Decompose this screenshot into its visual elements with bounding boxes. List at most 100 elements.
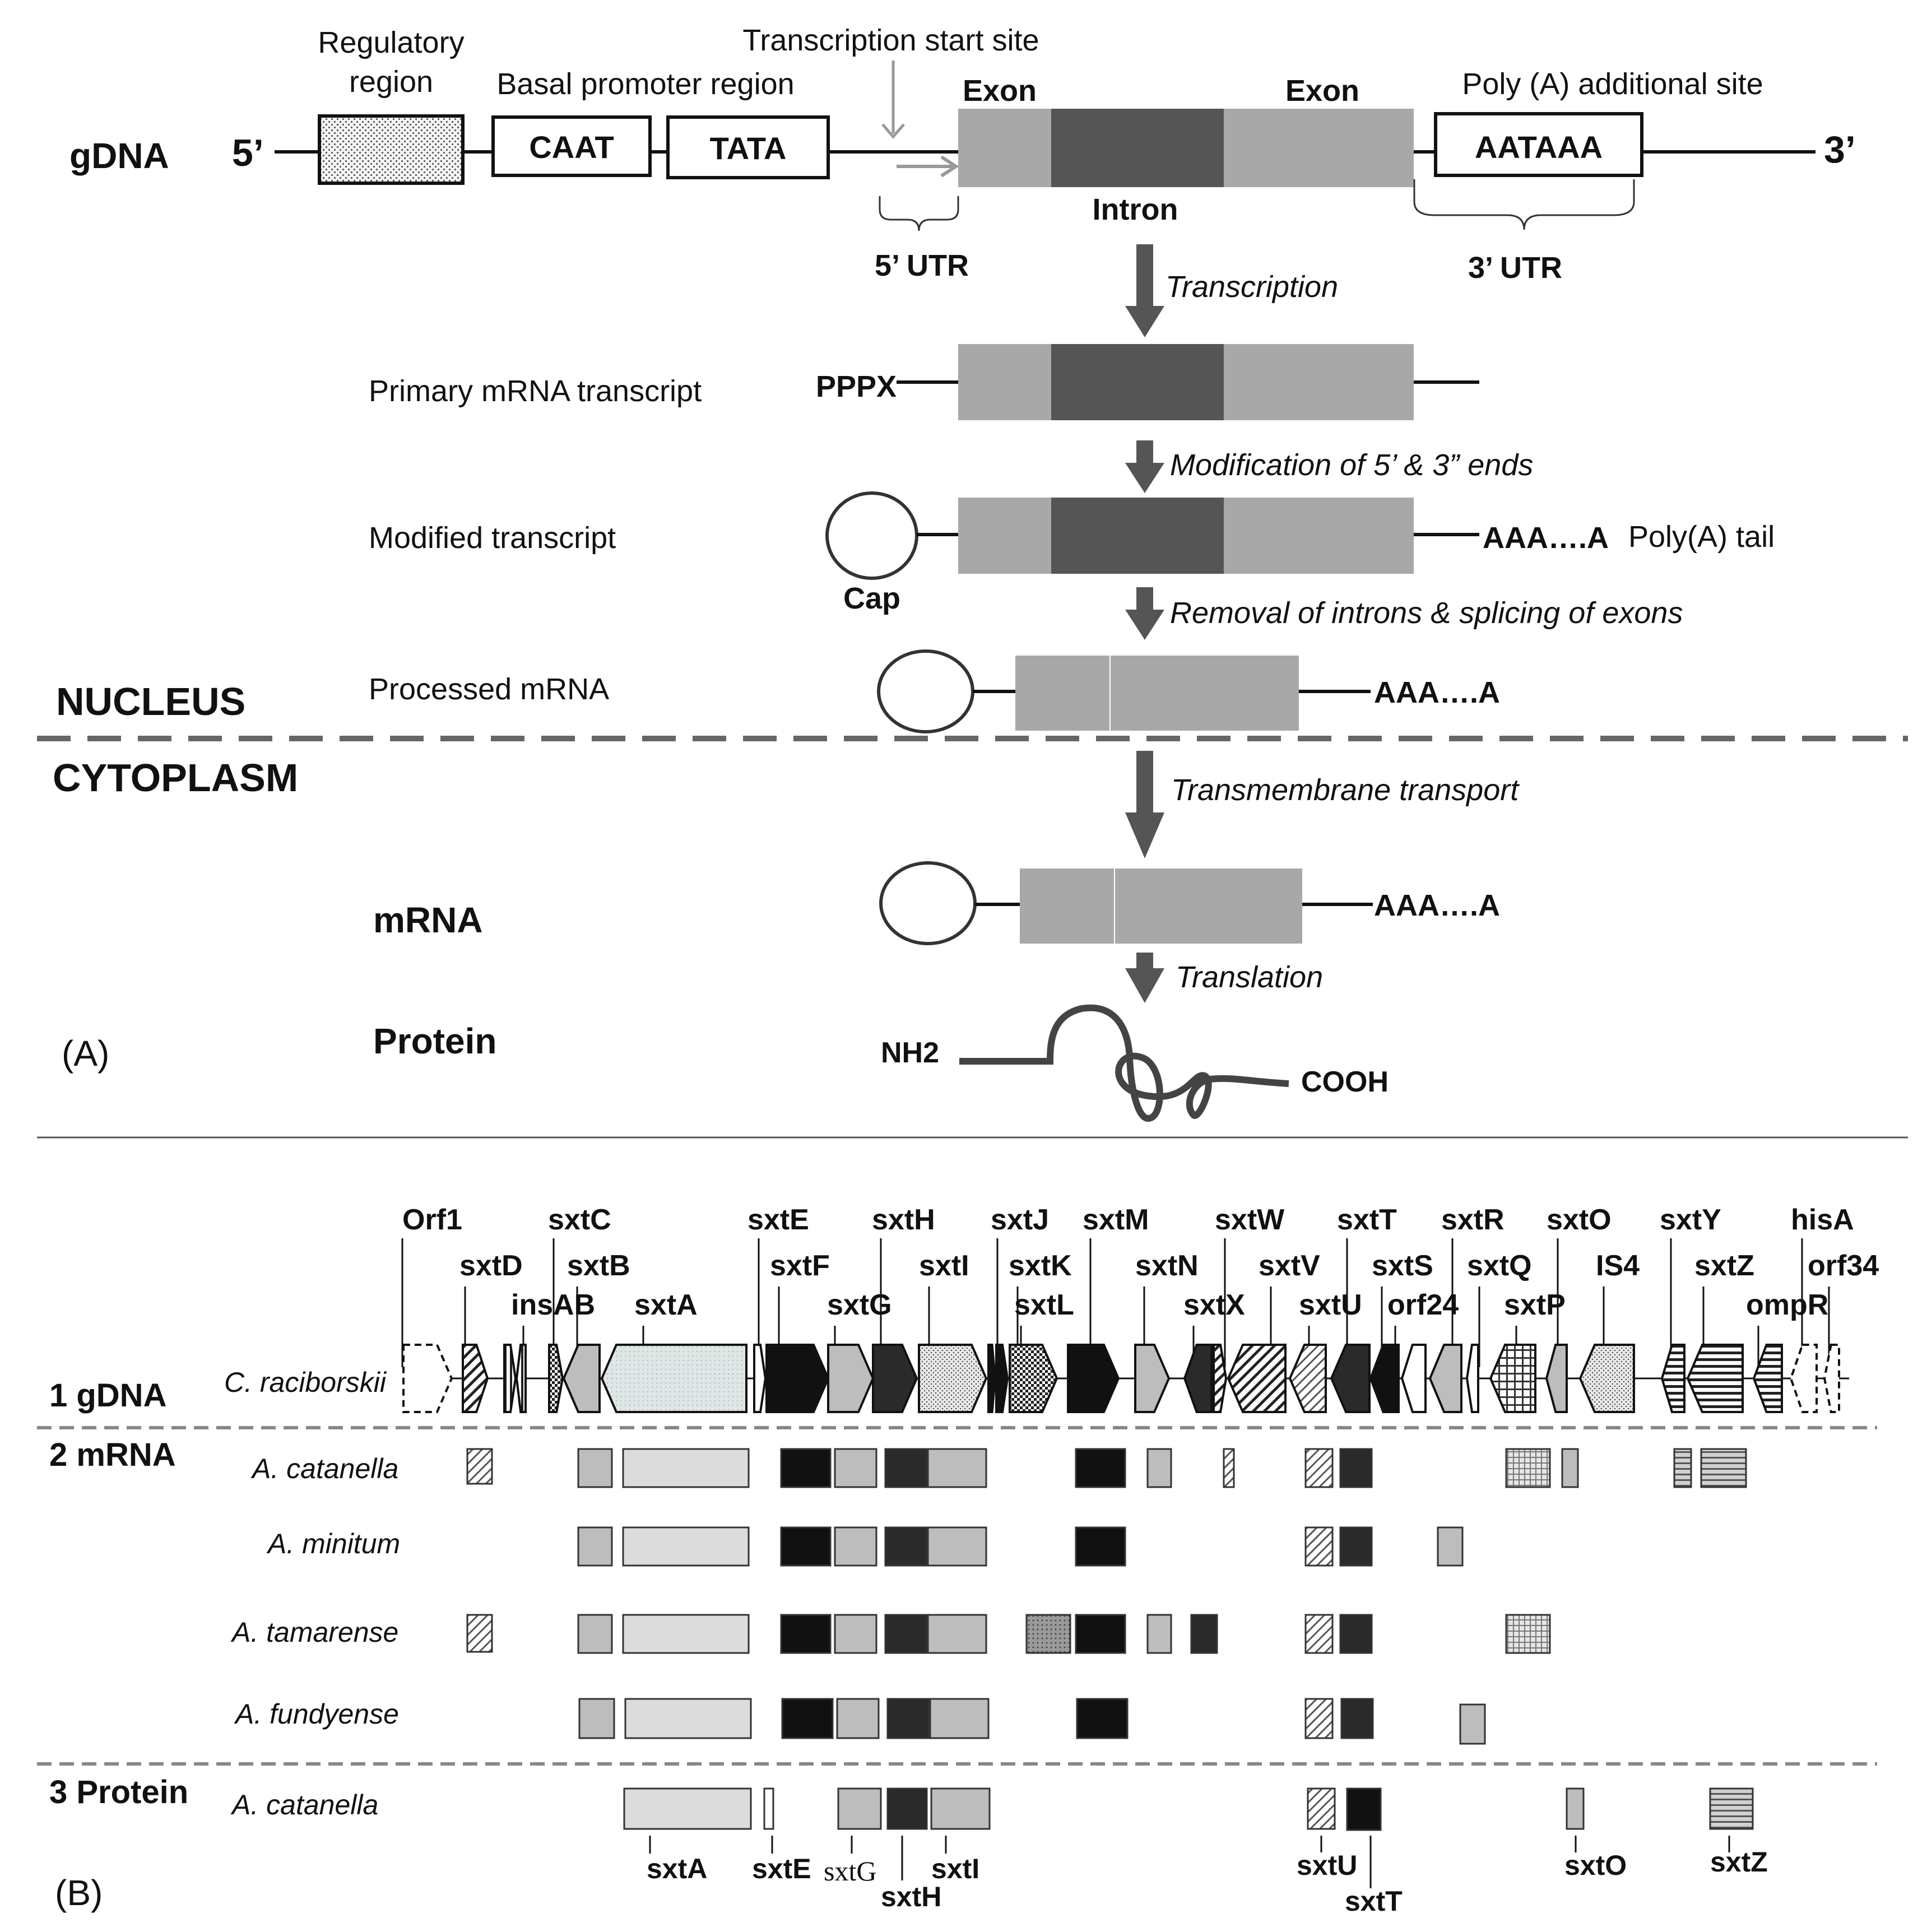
polya-aaa-2: AAA….A [1374, 676, 1500, 709]
mrna-box-12 [1505, 1448, 1551, 1488]
mrna-box-39 [1505, 1614, 1551, 1654]
gene-label-sxtG: sxtG [827, 1289, 892, 1321]
exon1-label: Exon [963, 74, 1037, 108]
pppx-label: PPPX [816, 370, 897, 403]
mrna-box-42 [781, 1698, 834, 1739]
protein-box-6 [1346, 1787, 1382, 1831]
utr3-label: 3’ UTR [1468, 251, 1562, 285]
gdna-gene-arrow-23 [1400, 1344, 1427, 1413]
mrna-box-0 [466, 1448, 493, 1485]
tss-label: Transcription start site [742, 24, 1039, 57]
protein-label-sxtH: sxtH [881, 1881, 941, 1912]
modified-transcript-label: Modified transcript [369, 521, 616, 555]
mrna-box-27 [577, 1614, 613, 1654]
mrna-box-15 [1700, 1448, 1747, 1488]
nucleus-label: NUCLEUS [56, 680, 245, 723]
gene-label-sxtU: sxtU [1299, 1289, 1362, 1321]
primary-transcript-label: Primary mRNA transcript [369, 374, 702, 408]
protein-box-7 [1566, 1787, 1585, 1830]
regulatory-region-box [318, 114, 465, 185]
gdna-gene-arrows [402, 1344, 1840, 1413]
mrna-species-3: A. tamarense [230, 1617, 398, 1648]
caat-label: CAAT [529, 129, 614, 165]
gene-label-sxtR: sxtR [1441, 1204, 1505, 1236]
gdna-gene-arrow-2 [503, 1344, 517, 1413]
gdna-gene-arrow-24 [1428, 1344, 1462, 1413]
protein-species-label: A. catanella [230, 1789, 378, 1820]
gdna-label: gDNA [69, 136, 169, 176]
polya-site-label: Poly (A) additional site [1462, 67, 1763, 101]
processed-mrna-label: Processed mRNA [369, 672, 609, 706]
gdna-gene-arrow-20 [1288, 1344, 1327, 1413]
mrna-box-24 [1339, 1526, 1373, 1567]
mrna-box-33 [1025, 1614, 1071, 1654]
caat-box [491, 115, 652, 177]
intron-block [1051, 109, 1224, 187]
protein-label-sxtG: sxtG [824, 1855, 876, 1887]
mrna-box-28 [622, 1614, 750, 1654]
mrna-box-29 [780, 1614, 832, 1654]
step-transcription: Transcription [1166, 270, 1338, 304]
mrna-box-38 [1339, 1614, 1373, 1654]
mrna-box-26 [466, 1614, 493, 1653]
cap-circle [825, 491, 918, 580]
gdna-gene-arrow-0 [402, 1344, 453, 1413]
modified-exon2 [1224, 498, 1414, 574]
protein-label-sxtZ: sxtZ [1710, 1846, 1768, 1878]
row-gdna-label: 1 gDNA [49, 1377, 166, 1414]
gene-label-hisA: hisA [1791, 1204, 1854, 1236]
gdna-gene-arrow-17 [1183, 1344, 1213, 1413]
cooh-label: COOH [1301, 1066, 1389, 1098]
gene-label-sxtC: sxtC [548, 1204, 611, 1236]
tata-box [666, 115, 830, 179]
gdna-gene-arrow-3 [515, 1344, 527, 1413]
mrna-species-4: A. fundyense [234, 1698, 399, 1730]
mrna-box-19 [834, 1526, 877, 1567]
mrna-box-45 [929, 1698, 990, 1739]
gdna-gene-arrow-28 [1578, 1344, 1635, 1413]
gene-label-sxtF: sxtF [770, 1250, 830, 1282]
mrna-box-10 [1304, 1448, 1334, 1488]
step-removal: Removal of introns & splicing of exons [1170, 596, 1683, 630]
utr5-brace [879, 196, 959, 231]
polya-aaa-1: AAA….A [1483, 521, 1609, 555]
mrna-box-37 [1304, 1614, 1334, 1654]
mrna-box-4 [834, 1448, 877, 1488]
gdna-gene-arrow-30 [1686, 1344, 1744, 1413]
step-modification: Modification of 5’ & 3” ends [1170, 448, 1533, 482]
mrna-box-48 [1340, 1698, 1374, 1739]
mrna-box-8 [1146, 1448, 1172, 1488]
gdna-gene-arrow-29 [1660, 1344, 1685, 1413]
regulatory-region-label-line2: region [349, 65, 433, 99]
mrna-box-44 [886, 1698, 930, 1739]
processed-exon1 [1015, 656, 1109, 731]
mrna-box-23 [1304, 1526, 1334, 1567]
processed-exon2 [1111, 656, 1299, 731]
mrna-box-46 [1076, 1698, 1129, 1739]
mrna-box-18 [780, 1526, 832, 1567]
mrna-box-20 [884, 1526, 928, 1567]
gene-label-sxtV: sxtV [1259, 1250, 1320, 1282]
mrna-box-49 [1459, 1703, 1486, 1745]
mrna-box-17 [622, 1526, 750, 1567]
aataaa-box [1434, 112, 1643, 177]
gene-label-sxtI: sxtI [919, 1250, 969, 1282]
mrna-box-36 [1190, 1614, 1218, 1654]
gdna-gene-arrow-10 [872, 1344, 918, 1413]
mrna-box-9 [1223, 1448, 1235, 1488]
gdna-gene-arrow-21 [1330, 1344, 1371, 1413]
modified-exon1 [958, 498, 1051, 574]
mrna-box-16 [577, 1526, 613, 1567]
gene-label-ompR: ompR [1746, 1289, 1828, 1321]
gene-label-orf34: orf34 [1808, 1250, 1879, 1282]
gdna-gene-arrow-7 [753, 1344, 767, 1413]
gdna-gene-arrow-22 [1369, 1344, 1400, 1413]
gdna-gene-arrow-27 [1545, 1344, 1568, 1413]
protein-box-1 [763, 1787, 774, 1830]
mrna-box-6 [927, 1448, 987, 1488]
gdna-gene-arrow-25 [1465, 1344, 1479, 1413]
exon2-label: Exon [1285, 74, 1359, 108]
gene-label-sxtW: sxtW [1215, 1204, 1285, 1236]
primary-intron [1051, 344, 1224, 420]
